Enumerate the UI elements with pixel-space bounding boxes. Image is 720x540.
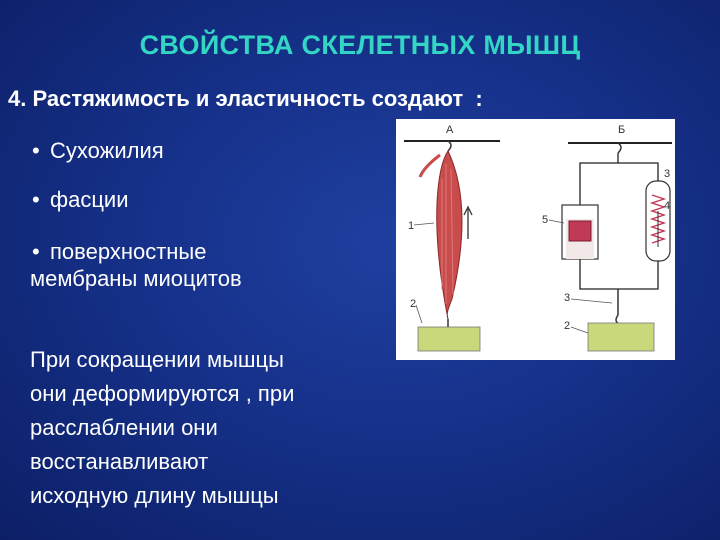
panel-a-label: А (446, 124, 454, 136)
weight-b (587, 322, 655, 352)
bullet-text: фасции (50, 187, 129, 212)
leader-line (413, 222, 435, 226)
hook-icon (617, 142, 622, 154)
wire-right-top (618, 162, 659, 181)
bullet-marker: • (32, 138, 40, 163)
bullet-text-line2: мембраны миоцитов (30, 266, 242, 291)
wire-left-top (579, 153, 619, 207)
tendon-shape (418, 153, 441, 178)
hook-bottom-icon (615, 289, 619, 324)
explanation-line: исходную длину мышцы (30, 483, 279, 508)
bullet-marker: • (32, 239, 40, 264)
arrow-head-icon (463, 205, 473, 216)
explanation-line: они деформируются , при (30, 381, 295, 406)
damper-piston (568, 220, 592, 242)
hook-icon (447, 140, 452, 152)
bullet-item-fascia: • фасции (32, 186, 129, 213)
weight-a (417, 326, 481, 352)
muscle-shape (436, 149, 463, 320)
leader-line (570, 298, 613, 304)
bullet-marker: • (32, 187, 40, 212)
explanation-text: При сокращении мышцы они деформируются ,… (30, 343, 390, 513)
slide-subtitle: 4. Растяжимость и эластичность создают : (8, 86, 483, 111)
leader-line (570, 326, 589, 334)
label-3-bottom: 3 (564, 292, 570, 304)
bullet-text: поверхностные (50, 239, 207, 264)
explanation-line: восстанавливают (30, 449, 209, 474)
label-2-b: 2 (564, 320, 570, 332)
spring-coil (649, 194, 667, 244)
explanation-line: расслаблении они (30, 415, 218, 440)
bullet-item-membranes: • поверхностные мембраны миоцитов (30, 238, 242, 292)
bullet-text: Сухожилия (50, 138, 164, 163)
leader-line (548, 219, 565, 224)
label-1: 1 (408, 220, 414, 232)
label-2-a: 2 (410, 298, 416, 310)
label-4: 4 (664, 200, 670, 212)
muscle-elasticity-diagram: А 1 2 Б 5 3 4 3 (396, 119, 675, 360)
wire-bottom (579, 259, 659, 290)
label-5: 5 (542, 214, 548, 226)
slide-title: СВОЙСТВА СКЕЛЕТНЫХ МЫШЦ (139, 30, 581, 60)
label-3-top: 3 (664, 168, 670, 180)
panel-b-label: Б (618, 124, 625, 136)
explanation-line: При сокращении мышцы (30, 347, 284, 372)
muscle-fibers (441, 164, 454, 304)
bullet-item-tendons: • Сухожилия (32, 137, 164, 164)
leader-line (415, 304, 423, 324)
